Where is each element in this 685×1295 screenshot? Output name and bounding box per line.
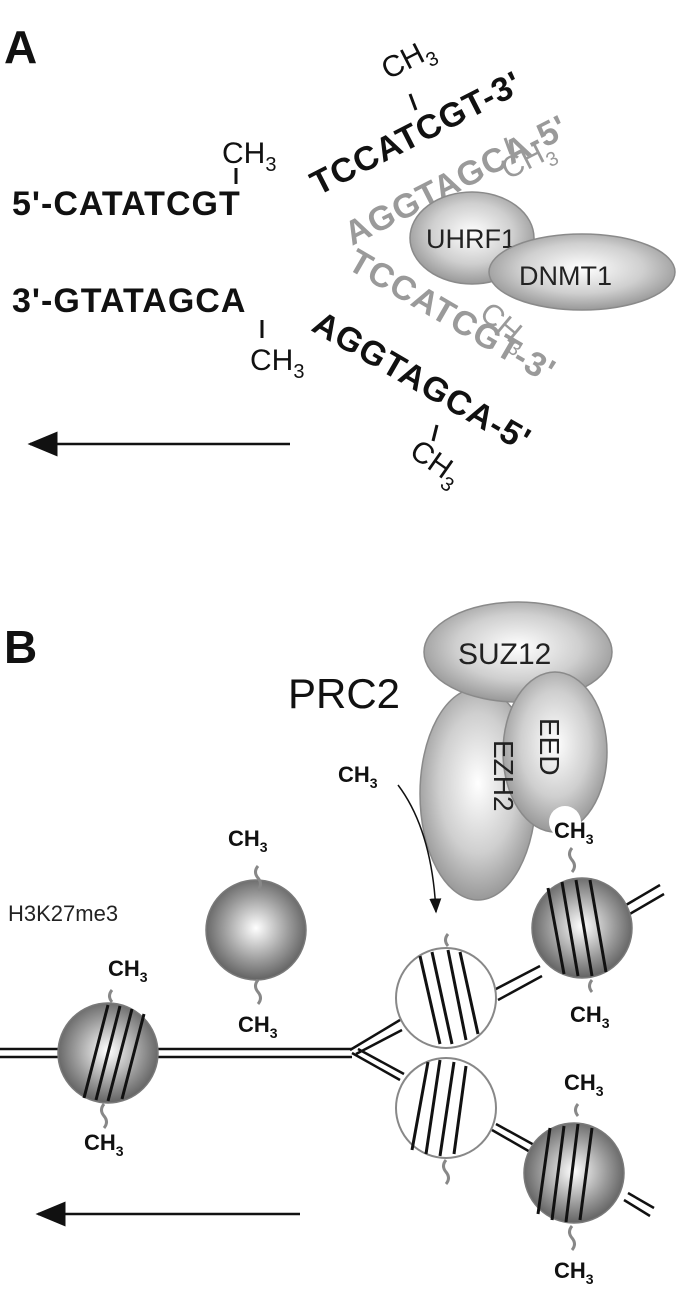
prc2-complex: SUZ12 EED EZH2 (419, 601, 613, 901)
panel-label-b: B (4, 621, 37, 673)
parent-strand-top: 5'-CATATCGT (12, 185, 241, 223)
eed-label: EED (534, 718, 565, 776)
nucleosome-new-lower (395, 1057, 497, 1185)
nucleosome-new-upper (395, 933, 497, 1049)
h3k27me3-label: H3K27me3 (8, 901, 118, 926)
parent-strand-bottom: 3'-GTATAGCA (12, 282, 246, 320)
prc2-label: PRC2 (288, 670, 400, 717)
methyl-bond-a-arm-bottom (431, 424, 439, 442)
nucleosome-left (57, 989, 159, 1129)
methyl-label-right-lower-top: CH3 (564, 1070, 604, 1099)
panel-label-a: A (4, 21, 37, 73)
methyl-label-right-upper-bottom: CH3 (570, 1002, 610, 1031)
ezh2-label: EZH2 (488, 740, 519, 812)
dnmt1-protein: DNMT1 (488, 233, 676, 311)
methyl-label-a-arm-top: CH3 (376, 32, 442, 91)
methyl-label-a-arm-bottom: CH3 (401, 434, 468, 497)
methyl-label-left-bottom: CH3 (84, 1130, 124, 1159)
methyl-label-left-top: CH3 (108, 956, 148, 985)
methyl-label-right-upper-top: CH3 (554, 818, 594, 847)
methyl-label-a-top: CH3 (222, 137, 276, 176)
nucleosome-right-upper (531, 847, 633, 993)
uhrf1-label: UHRF1 (426, 224, 516, 254)
dnmt1-label: DNMT1 (519, 261, 612, 291)
methyl-bond-a-gray-top (503, 137, 513, 155)
suz12-label: SUZ12 (458, 638, 551, 671)
methyl-bond-a-arm-top (408, 93, 418, 111)
methyl-label-free-top: CH3 (228, 826, 268, 855)
nucleosome-right-lower (523, 1103, 625, 1251)
free-histone (205, 865, 307, 1005)
methyl-transfer-arrow (397, 784, 442, 914)
methyl-label-b-transfer: CH3 (338, 762, 378, 791)
methyl-label-free-bottom: CH3 (238, 1012, 278, 1041)
methyl-label-a-bottom: CH3 (250, 344, 304, 383)
methyl-label-right-lower-bottom: CH3 (554, 1258, 594, 1287)
